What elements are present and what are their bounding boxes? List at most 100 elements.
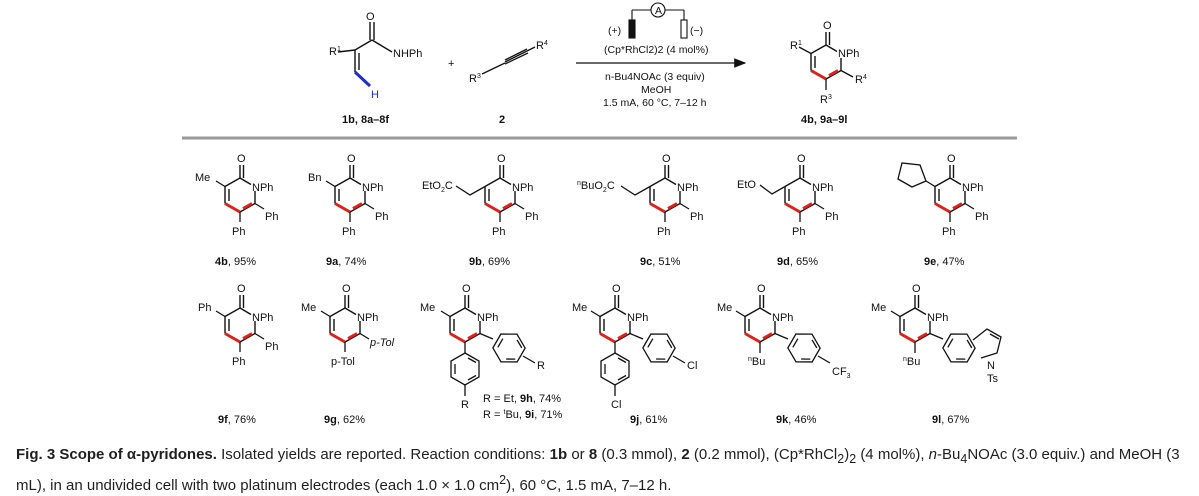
svg-text:R: R — [537, 360, 545, 372]
compound-9d: O NPh EtO Ph Ph — [737, 153, 838, 238]
svg-text:CF3: CF3 — [832, 366, 851, 380]
label-9a: 9a, 74% — [326, 256, 367, 268]
svg-text:O: O — [237, 153, 246, 165]
svg-text:Ph: Ph — [265, 341, 278, 353]
svg-text:NPh: NPh — [772, 312, 793, 324]
plus-sign: + — [448, 58, 454, 70]
label-9b: 9b, 69% — [469, 256, 510, 268]
svg-text:Ph: Ph — [792, 226, 805, 238]
svg-text:Ph: Ph — [232, 356, 245, 368]
ch-bond — [353, 70, 372, 88]
compound-4b: Me O NPh Me Ph Ph — [195, 153, 278, 238]
label-9l: 9l, 67% — [932, 414, 970, 426]
anode-label: (+) — [608, 25, 621, 37]
svg-text:NPh: NPh — [357, 312, 378, 324]
r1-bond — [337, 49, 356, 53]
reactant-2-alkyne — [481, 46, 536, 75]
svg-text:NPh: NPh — [252, 312, 273, 324]
svg-text:Ph: Ph — [492, 226, 505, 238]
svg-text:NPh: NPh — [677, 182, 698, 194]
product-r1: R1 — [790, 40, 802, 52]
svg-text:Ph: Ph — [232, 226, 245, 238]
condition-additive: n-Bu4NOAc (3 equiv) — [605, 71, 705, 83]
label-9d: 9d, 65% — [777, 256, 818, 268]
svg-text:Ph: Ph — [975, 211, 988, 223]
svg-text:O: O — [662, 153, 671, 165]
svg-text:Ph: Ph — [690, 211, 703, 223]
product-r4: R4 — [855, 74, 867, 86]
product-nph: NPh — [838, 48, 859, 60]
svg-text:O: O — [947, 153, 956, 165]
product-general — [798, 31, 854, 90]
svg-text:nBu: nBu — [748, 356, 765, 368]
label-9i: R = tBu, 9i, 71% — [483, 409, 563, 421]
svg-text:NPh: NPh — [512, 182, 533, 194]
svg-text:Me: Me — [871, 302, 886, 314]
product-o: O — [823, 20, 832, 32]
atom-nhph: NHPh — [393, 48, 422, 60]
svg-text:NPh: NPh — [812, 182, 833, 194]
svg-text:O: O — [462, 283, 471, 295]
atom-h: H — [371, 89, 379, 101]
svg-text:nBu: nBu — [903, 356, 920, 368]
svg-text:Ph: Ph — [198, 302, 211, 314]
svg-text:O: O — [342, 283, 351, 295]
caption-title: Scope of α-pyridones. — [59, 446, 217, 463]
svg-text:Ph: Ph — [525, 211, 538, 223]
label-9j: 9j, 61% — [630, 414, 668, 426]
svg-text:NPh: NPh — [962, 182, 983, 194]
svg-text:p-Tol: p-Tol — [369, 337, 395, 349]
cathode-label: (−) — [690, 25, 703, 37]
figure-caption: Fig. 3 Scope of α-pyridones. Isolated yi… — [16, 446, 1180, 494]
svg-text:NPh: NPh — [362, 182, 383, 194]
label-4b: 4b, 95% — [215, 256, 256, 268]
svg-text:Me: Me — [572, 302, 587, 314]
compound-9a: O NPh Bn Ph Ph — [308, 153, 388, 238]
reactant-1-label: 1b, 8a–8f — [342, 114, 389, 126]
svg-text:NPh: NPh — [927, 312, 948, 324]
svg-text:EtO: EtO — [737, 179, 756, 191]
svg-text:Me: Me — [301, 302, 316, 314]
atom-o: O — [366, 11, 375, 23]
svg-text:NPh: NPh — [252, 182, 273, 194]
svg-text:NPh: NPh — [627, 312, 648, 324]
condition-solvent: MeOH — [641, 84, 671, 96]
condition-params: 1.5 mA, 60 °C, 7–12 h — [603, 97, 707, 109]
svg-text:nBuO2C: nBuO2C — [577, 180, 615, 194]
compound-9j: O NPh Me Cl Cl — [572, 283, 697, 411]
label-9e: 9e, 47% — [924, 256, 965, 268]
svg-text:Me: Me — [195, 172, 210, 184]
compound-9b: O NPh EtO2C Ph Ph — [422, 153, 538, 238]
svg-text:Ph: Ph — [375, 211, 388, 223]
label-9h: R = Et, 9h, 74% — [483, 393, 561, 405]
ammeter-label: A — [655, 5, 662, 17]
reaction-scheme: O R1 NHPh H 1b, 8a–8f + R3 R4 2 A (+) (−… — [182, 2, 1017, 426]
svg-text:Ts: Ts — [987, 373, 999, 385]
svg-text:O: O — [797, 153, 806, 165]
svg-text:O: O — [757, 283, 766, 295]
svg-text:O: O — [497, 153, 506, 165]
svg-text:Me: Me — [420, 302, 435, 314]
label-9k: 9k, 46% — [776, 414, 817, 426]
svg-text:Ph: Ph — [342, 226, 355, 238]
compound-9e: O NPh Ph Ph — [897, 153, 988, 238]
svg-text:NPh: NPh — [477, 312, 498, 324]
label-9f: 9f, 76% — [218, 414, 256, 426]
atom-r3: R3 — [469, 73, 481, 85]
svg-text:Cl: Cl — [687, 360, 697, 372]
atom-r4: R4 — [536, 40, 548, 52]
svg-text:p-Tol: p-Tol — [331, 356, 355, 368]
caption-fig-label: Fig. 3 — [16, 446, 56, 463]
compound-9f: O NPh Ph Ph Ph — [198, 283, 278, 368]
svg-text:Ph: Ph — [942, 226, 955, 238]
svg-text:R: R — [461, 399, 469, 411]
svg-text:O: O — [912, 283, 921, 295]
svg-text:Ph: Ph — [825, 211, 838, 223]
svg-text:Ph: Ph — [657, 226, 670, 238]
compound-9h-9i: O NPh Me R R — [420, 283, 545, 411]
svg-text:N: N — [987, 360, 995, 372]
product-r3: R3 — [820, 94, 832, 106]
condition-catalyst: (Cp*RhCl2)2 (4 mol%) — [604, 44, 708, 56]
electrochemical-cell-icon — [628, 2, 688, 39]
svg-text:EtO2C: EtO2C — [422, 180, 453, 194]
